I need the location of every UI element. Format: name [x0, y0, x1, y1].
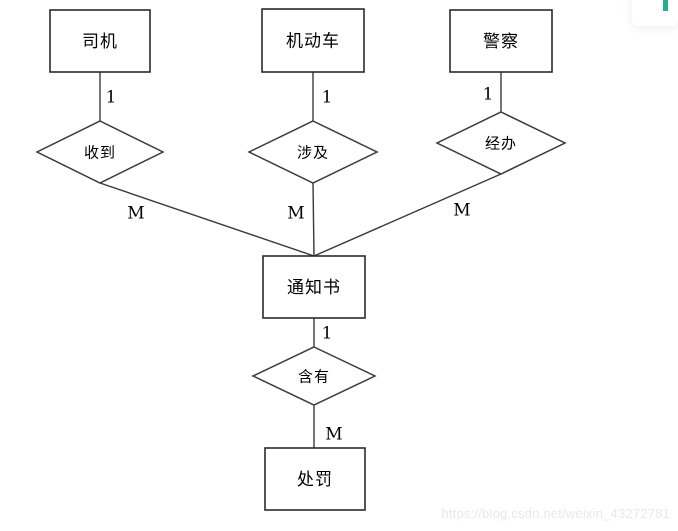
- entity-box-police: [449, 9, 553, 73]
- entity-box-vehicle: [261, 8, 365, 73]
- relationship-diamond-handle: [435, 111, 567, 175]
- relationship-diamond-contain: [251, 346, 377, 406]
- entity-vehicle[interactable]: 机动车: [261, 8, 365, 73]
- entity-notice[interactable]: 通知书: [262, 255, 366, 319]
- card-driver-receive: 1: [106, 88, 117, 108]
- accent-chip-icon: [663, 0, 668, 11]
- relationship-handle[interactable]: 经办: [435, 111, 567, 175]
- entity-box-notice: [262, 255, 366, 319]
- relationship-involve[interactable]: 涉及: [247, 120, 379, 184]
- entity-label-police: 警察: [483, 32, 519, 52]
- relationship-label-handle: 经办: [485, 135, 517, 153]
- entity-label-driver: 司机: [82, 32, 118, 52]
- card-vehicle-involve: 1: [322, 88, 333, 108]
- card-notice-contain: 1: [322, 324, 333, 344]
- relationship-contain[interactable]: 含有: [251, 346, 377, 406]
- card-police-handle: 1: [483, 85, 494, 105]
- entity-label-notice: 通知书: [287, 278, 341, 298]
- card-contain-penalty: M: [325, 425, 342, 445]
- relationship-label-involve: 涉及: [297, 144, 329, 162]
- card-involve-notice: M: [287, 204, 304, 224]
- entity-box-penalty: [264, 447, 366, 511]
- entity-police[interactable]: 警察: [449, 9, 553, 73]
- relationship-receive[interactable]: 收到: [35, 120, 165, 184]
- entity-box-driver: [49, 9, 151, 73]
- connections-layer: [99, 72, 502, 448]
- connector-handle-notice: [313, 173, 502, 257]
- entity-label-vehicle: 机动车: [286, 32, 340, 52]
- watermark: https://blog.csdn.net/weixin_43272781: [441, 506, 670, 521]
- relationship-diamond-receive: [35, 120, 165, 184]
- connector-receive-notice: [99, 182, 315, 257]
- entity-penalty[interactable]: 处罚: [264, 447, 366, 511]
- entity-driver[interactable]: 司机: [49, 9, 151, 73]
- entity-label-penalty: 处罚: [297, 470, 333, 490]
- relationship-diamond-involve: [247, 120, 379, 184]
- connector-involve-notice: [312, 182, 315, 257]
- card-handle-notice: M: [453, 201, 470, 221]
- relationship-label-contain: 含有: [298, 368, 330, 386]
- relationship-label-receive: 收到: [84, 144, 116, 162]
- card-receive-notice: M: [127, 204, 144, 224]
- corner-overlay-panel: [632, 0, 678, 26]
